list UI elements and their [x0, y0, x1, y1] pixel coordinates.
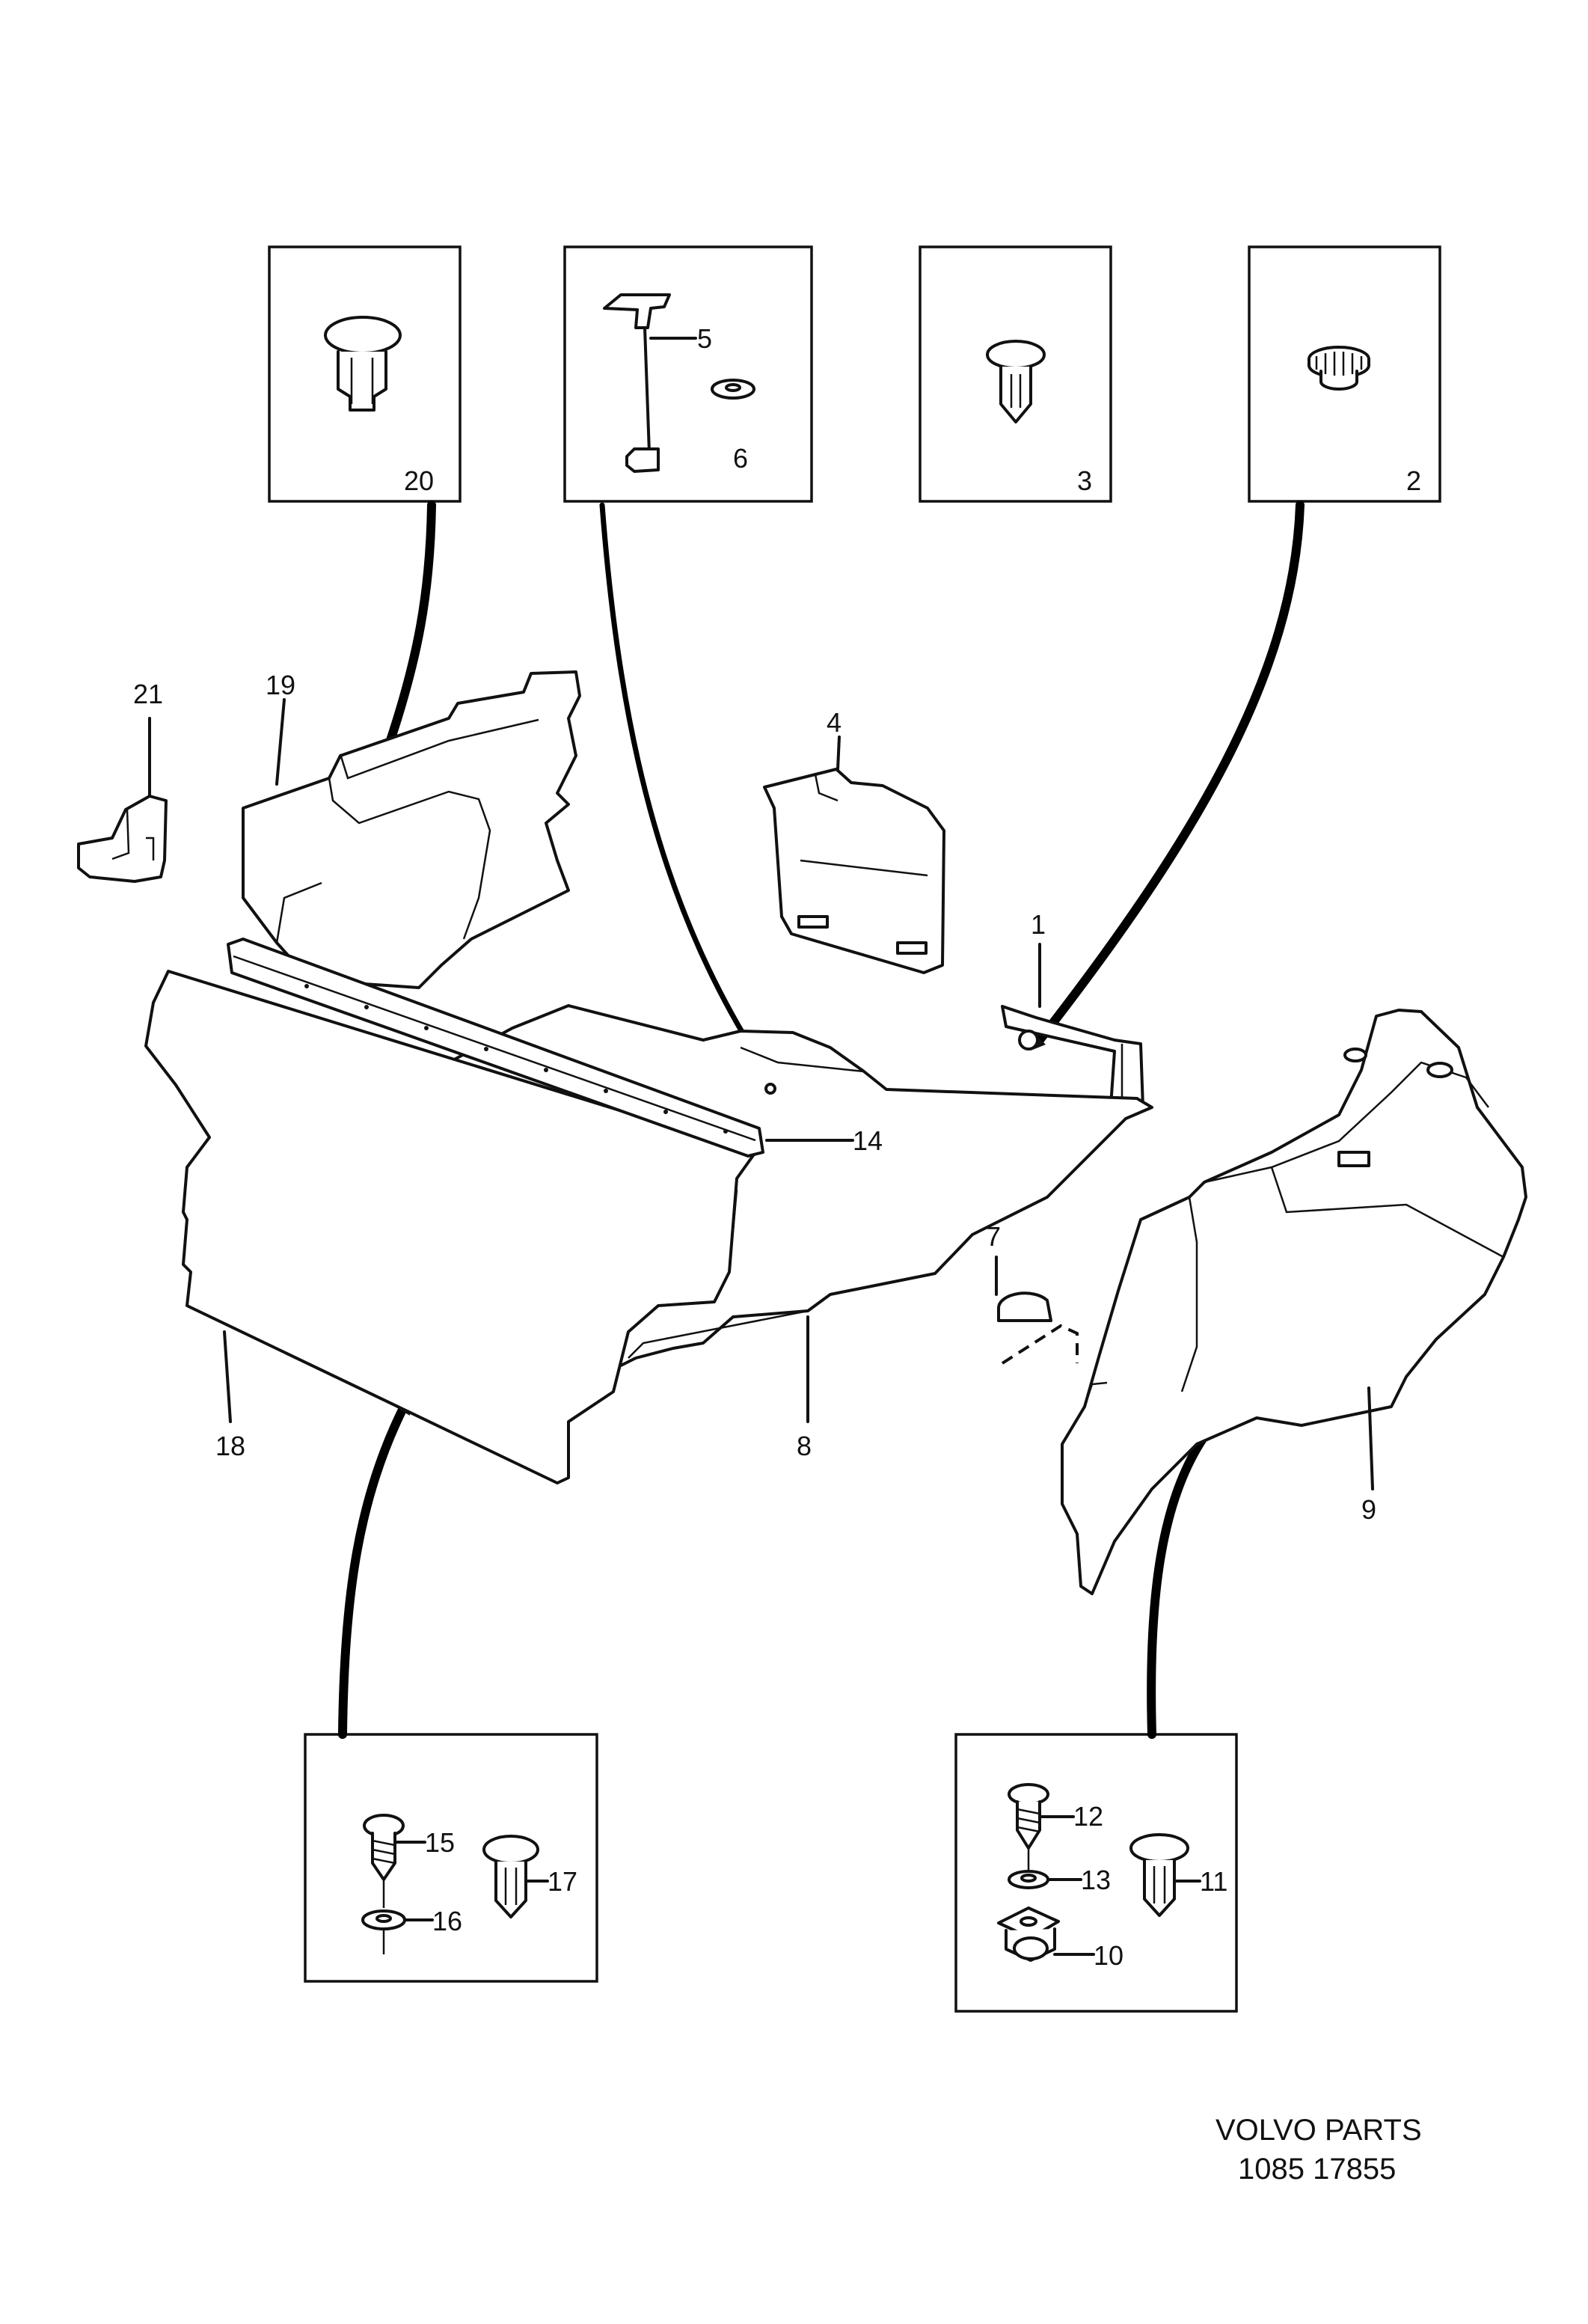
clip-11	[1129, 1833, 1189, 1917]
clip-fastener-20	[324, 316, 402, 412]
callout-5: 5	[697, 323, 712, 354]
bracket-21	[77, 717, 168, 883]
leader-18	[338, 1402, 408, 1739]
callout-17: 17	[548, 1866, 577, 1897]
callout-11: 11	[1200, 1866, 1227, 1897]
detail-box-3: 3	[919, 245, 1112, 503]
leader-5-6	[599, 502, 773, 1080]
detail-box-20: 20	[268, 245, 462, 503]
callout-16: 16	[432, 1906, 462, 1936]
callout-8: 8	[797, 1431, 812, 1461]
leader-20	[381, 501, 436, 760]
leader-2	[1035, 501, 1305, 1045]
clip-3	[986, 340, 1046, 423]
detail-box-15-16-17: 15 16 17	[304, 1733, 598, 1983]
nut-clip-10	[997, 1906, 1060, 1962]
callout-14: 14	[853, 1125, 883, 1156]
callout-10: 10	[1094, 1940, 1123, 1971]
washer-13	[1008, 1870, 1049, 1889]
callout-15: 15	[425, 1827, 455, 1858]
callout-3: 3	[1077, 465, 1092, 496]
detail-box-5-6: 5 6	[563, 245, 813, 503]
strap-5	[603, 293, 671, 473]
callout-1: 1	[1031, 909, 1046, 940]
callout-20: 20	[404, 465, 434, 496]
washer-6	[711, 379, 755, 400]
footer-line-2: 1085 17855	[1238, 2153, 1396, 2186]
screw-15	[363, 1814, 405, 1908]
side-panel-9	[1061, 1009, 1527, 1595]
callout-21: 21	[133, 679, 163, 709]
callout-4: 4	[827, 707, 841, 738]
callout-2: 2	[1406, 465, 1421, 496]
plug-7	[995, 1256, 1079, 1365]
side-panel-19	[242, 670, 581, 989]
callout-9: 9	[1361, 1494, 1376, 1525]
callout-19: 19	[266, 670, 295, 700]
nut-2	[1308, 346, 1370, 391]
detail-box-10-13: 12 13 10 11	[954, 1733, 1238, 2013]
leader-9	[1147, 1417, 1220, 1739]
callout-6: 6	[733, 443, 748, 474]
rail-14	[227, 938, 854, 1158]
callout-7: 7	[986, 1221, 1001, 1252]
footer-line-1: VOLVO PARTS	[1215, 2114, 1422, 2147]
callout-18: 18	[215, 1431, 245, 1461]
screw-12	[1008, 1783, 1049, 1871]
detail-box-2: 2	[1248, 245, 1441, 503]
callout-13: 13	[1081, 1865, 1111, 1895]
cover-panel-4	[763, 736, 945, 974]
clip-17	[482, 1835, 539, 1918]
callout-12: 12	[1073, 1801, 1103, 1832]
front-panel-18	[144, 970, 757, 1484]
